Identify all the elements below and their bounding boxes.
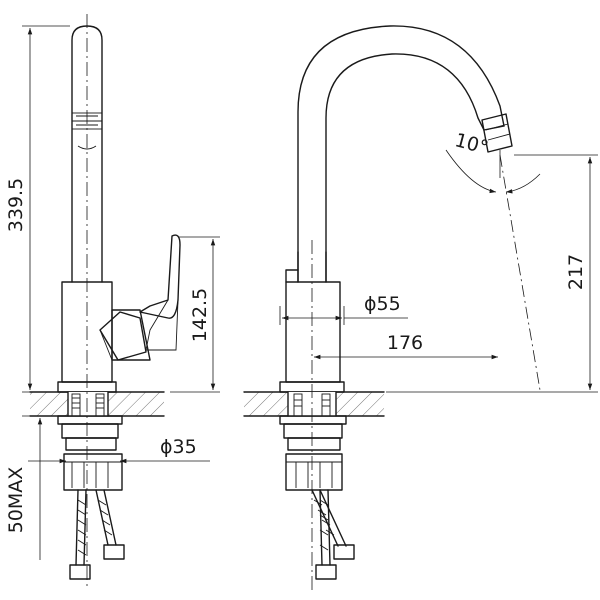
handle-height-label: 142.5 — [189, 288, 211, 342]
side-mount-nut — [285, 453, 343, 491]
dim-reach: 176 — [314, 332, 498, 360]
base-diameter-label: ϕ55 — [364, 293, 401, 315]
dim-mount-thread: ϕ35 — [28, 436, 210, 464]
side-body — [285, 281, 341, 383]
dim-max-thickness: 50MAX — [5, 415, 56, 560]
dim-swivel-angle: 10° — [445, 129, 541, 391]
dim-handle-height: 142.5 — [170, 236, 220, 393]
spout-height-label: 217 — [565, 254, 587, 290]
dim-base-diameter: ϕ55 — [279, 293, 408, 325]
total-height-label: 339.5 — [5, 178, 27, 232]
mount-thread-label: ϕ35 — [160, 436, 197, 458]
side-view — [243, 25, 513, 590]
reach-label: 176 — [387, 332, 423, 354]
front-view — [29, 14, 181, 588]
dim-spout-height: 217 — [386, 154, 598, 393]
handle-lever — [139, 234, 181, 319]
front-mount-nut — [63, 453, 123, 491]
max-thickness-label: 50MAX — [5, 467, 27, 534]
dim-total-height: 339.5 — [5, 25, 70, 393]
spout-tip — [481, 113, 513, 153]
